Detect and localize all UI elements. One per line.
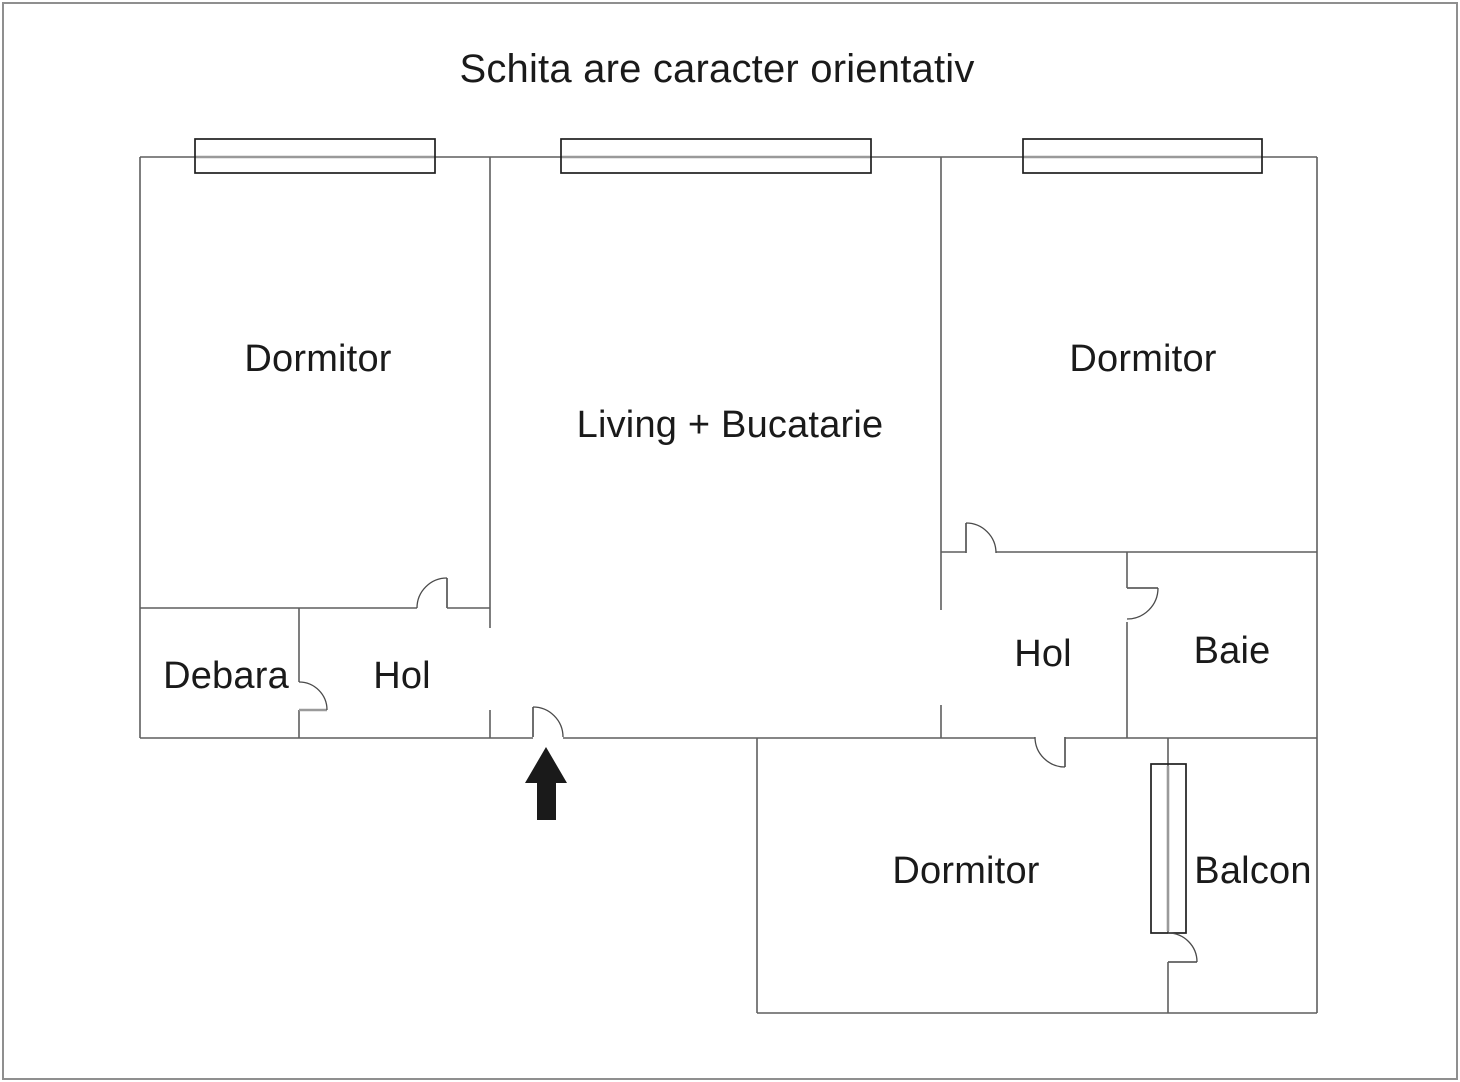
room-label-balcon: Balcon <box>1194 850 1311 892</box>
door-entrance <box>532 706 564 738</box>
room-label-baie: Baie <box>1194 630 1271 672</box>
door-dormitor-right <box>965 522 997 554</box>
entrance-arrow-icon <box>525 747 567 820</box>
walls <box>139 156 1318 1014</box>
room-label-debara: Debara <box>163 655 289 697</box>
door-swing-arc <box>298 681 328 711</box>
room-label-dormitor-left: Dormitor <box>244 338 391 380</box>
door-dormitor-left <box>416 577 448 609</box>
door-debara <box>298 681 328 712</box>
door-balcon <box>1167 932 1198 963</box>
door-dormitor-bottom <box>1034 736 1066 768</box>
door-swing-arc <box>416 577 448 609</box>
room-label-hol-left: Hol <box>373 655 431 697</box>
door-swing-arc <box>1034 736 1066 768</box>
room-label-dormitor-bottom: Dormitor <box>892 850 1039 892</box>
window-living <box>560 138 872 174</box>
plan-title: Schita are caracter orientativ <box>459 47 974 91</box>
room-label-dormitor-right: Dormitor <box>1069 338 1216 380</box>
door-swing-arc <box>965 522 997 554</box>
door-swing-arc <box>532 706 564 738</box>
door-baie <box>1126 587 1159 620</box>
room-label-living: Living + Bucatarie <box>577 404 884 446</box>
window-frames <box>194 138 1263 934</box>
window-dormitor-right <box>1022 138 1263 174</box>
doors <box>298 522 1198 963</box>
room-label-hol-right: Hol <box>1014 633 1072 675</box>
windows <box>194 138 1263 934</box>
window-dormitor-left <box>194 138 436 174</box>
door-swing-arc <box>1126 587 1159 620</box>
door-swing-arc <box>1167 932 1198 963</box>
window-glazing-lines <box>196 155 1261 931</box>
